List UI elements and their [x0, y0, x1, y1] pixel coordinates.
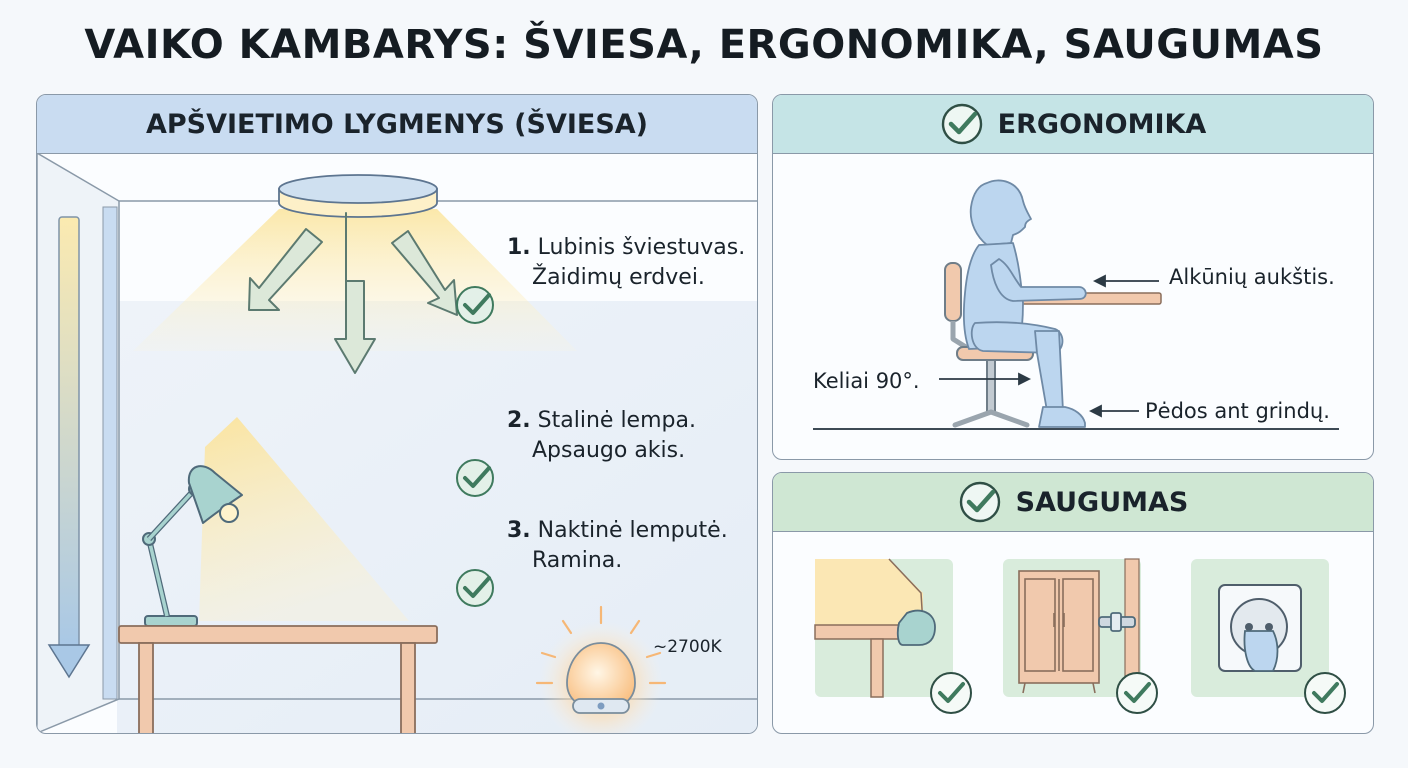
ergonomics-illustration	[813, 179, 1339, 430]
ceiling-light-icon	[278, 174, 438, 218]
check-icon	[456, 459, 494, 497]
safety-panel-header: SAUGUMAS	[773, 473, 1373, 532]
wardrobe-anchor-card	[1003, 558, 1141, 698]
lighting-panel-header: APŠVIETIMO LYGMENYS (ŠVIESA)	[37, 95, 757, 154]
item-number: 3.	[507, 518, 531, 543]
light-level-arrow	[47, 216, 91, 679]
item-line-2: Žaidimų erdvei.	[532, 265, 705, 290]
lighting-item-1: 1. Lubinis šviestuvas. Žaidimų erdvei.	[507, 233, 745, 293]
knees-arrow	[939, 372, 1032, 386]
room-illustration	[37, 153, 757, 733]
check-icon	[1304, 672, 1346, 714]
elbow-height-arrow	[1092, 274, 1159, 288]
lighting-header-title: APŠVIETIMO LYGMENYS (ŠVIESA)	[145, 108, 649, 140]
item-number: 2.	[507, 408, 531, 433]
safety-header-title: SAUGUMAS	[1015, 486, 1189, 518]
wardrobe-icon	[1018, 570, 1100, 694]
safety-illustration	[814, 558, 1346, 714]
socket-plug-cover-icon	[1243, 630, 1279, 672]
check-icon	[456, 569, 494, 607]
safety-panel: SAUGUMAS	[772, 472, 1374, 734]
ergonomics-header-title: ERGONOMIKA	[997, 108, 1207, 140]
desk-lamp-icon	[142, 465, 243, 627]
elbow-height-label: Alkūnių aukštis.	[1169, 265, 1335, 289]
item-line-2: Apsaugo akis.	[532, 438, 686, 463]
check-icon	[959, 481, 1000, 523]
anchor-strap-icon	[1098, 612, 1136, 632]
item-number: 1.	[507, 235, 531, 260]
item-line-1: Stalinė lempa.	[537, 408, 696, 433]
ceiling-light-arrows	[248, 212, 458, 374]
knees-label: Keliai 90°.	[813, 369, 920, 393]
check-icon	[930, 672, 972, 714]
ergonomics-panel-header: ERGONOMIKA	[773, 95, 1373, 154]
lighting-item-2: 2. Stalinė lempa. Apsaugo akis.	[507, 406, 696, 466]
side-wall-edge	[102, 206, 118, 700]
item-line-1: Lubinis šviestuvas.	[537, 235, 746, 260]
child-figure	[962, 179, 1087, 428]
lighting-panel: APŠVIETIMO LYGMENYS (ŠVIESA)	[36, 94, 758, 734]
night-light-temperature: ~2700K	[653, 637, 722, 657]
lighting-item-3: 3. Naktinė lemputė. Ramina.	[507, 516, 728, 576]
desk-lamp-beam	[199, 417, 409, 621]
night-light-icon	[566, 642, 636, 714]
desk-icon	[118, 625, 438, 733]
chair-icon	[944, 262, 1034, 428]
item-line-2: Ramina.	[532, 548, 623, 573]
feet-arrow	[1088, 404, 1139, 418]
check-icon	[456, 286, 494, 324]
check-icon	[941, 103, 982, 145]
feet-label: Pėdos ant grindų.	[1145, 399, 1330, 423]
item-line-1: Naktinė lemputė.	[537, 518, 728, 543]
page-title: VAIKO KAMBARYS: ŠVIESA, ERGONOMIKA, SAUG…	[84, 22, 1324, 68]
night-light-rays	[535, 605, 667, 685]
corner-guard-icon	[896, 609, 936, 646]
ergonomics-panel: ERGONOMIKA	[772, 94, 1374, 460]
socket-cover-card	[1191, 559, 1329, 697]
check-icon	[1116, 672, 1158, 714]
corner-protector-card	[814, 558, 953, 698]
